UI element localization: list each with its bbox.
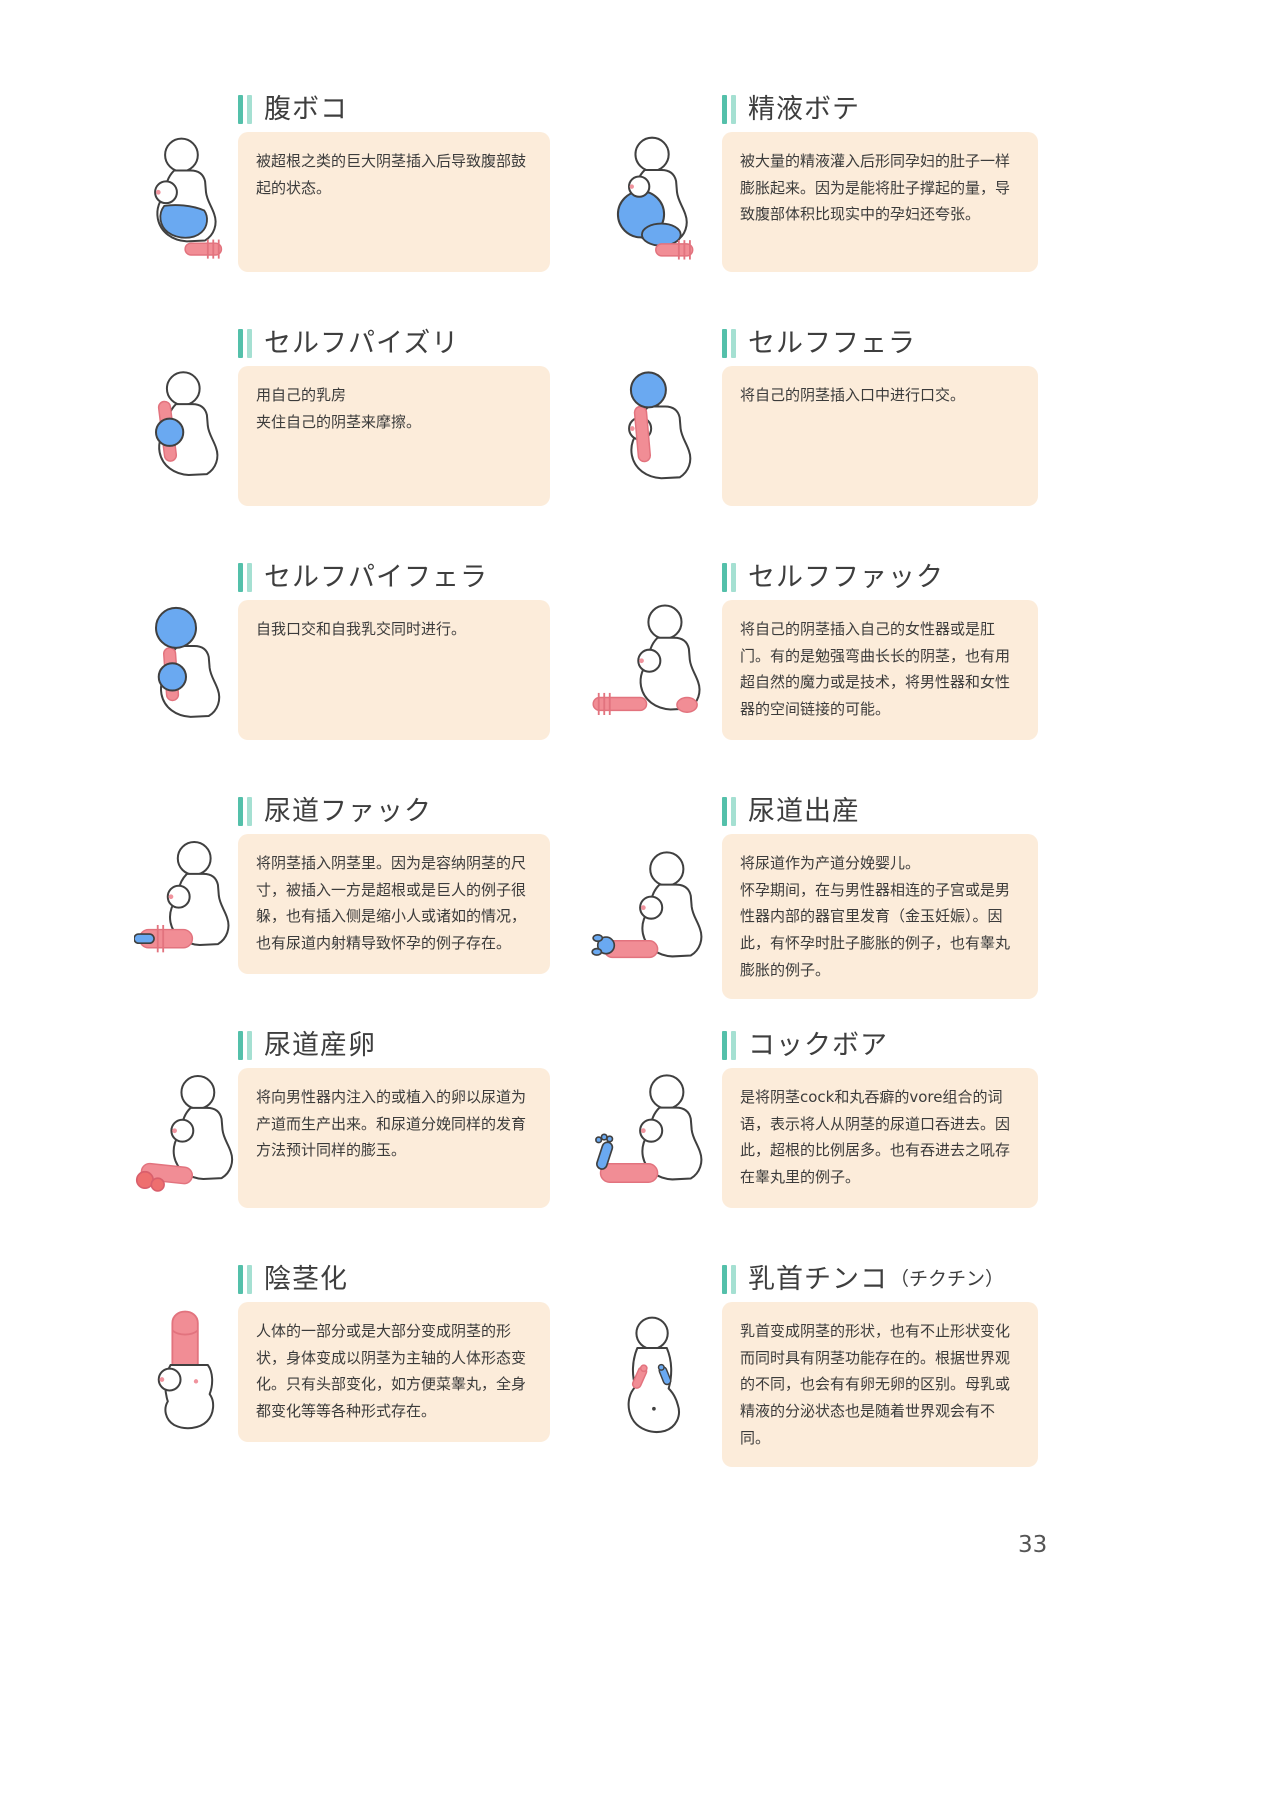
entry-title-text: セルフフェラ — [748, 327, 916, 359]
urethra-birth-figure — [591, 845, 721, 989]
entry-title: 乳首チンコ （チクチン） — [722, 1256, 1038, 1302]
title-marker-icon — [731, 1264, 736, 1294]
entry-title-text: 尿道ファック — [264, 795, 432, 827]
entry-title-suffix: （チクチン） — [890, 1267, 1005, 1290]
urethra-egg-laying-figure — [134, 1068, 244, 1212]
entry-description: 将阴茎插入阴茎里。因为是容纳阴茎的尺寸，被插入一方是超根或是巨人的例子很躲，也有… — [238, 834, 550, 974]
title-marker-icon — [247, 796, 252, 826]
title-marker-icon — [238, 562, 243, 592]
entry-self-paizuri: セルフパイズリ 用自己的乳房 夹住自己的阴茎来摩擦。 — [140, 320, 550, 554]
entry-description: 将尿道作为产道分娩婴儿。 怀孕期间，在与男性器相连的子宫或是男性器内部的器官里发… — [722, 834, 1038, 1000]
title-marker-icon — [731, 328, 736, 358]
entry-title-text: 乳首チンコ — [748, 1263, 888, 1295]
title-marker-icon — [731, 94, 736, 124]
entry-title: 陰茎化 — [238, 1256, 550, 1302]
entry-title-text: 精液ボテ — [748, 93, 860, 125]
entry-description: 被超根之类的巨大阴茎插入后导致腹部鼓起的状态。 — [238, 132, 550, 272]
entry-description: 用自己的乳房 夹住自己的阴茎来摩擦。 — [238, 366, 550, 506]
entry-title: 腹ボコ — [238, 86, 550, 132]
entry-title: 尿道ファック — [238, 788, 550, 834]
title-marker-icon — [247, 328, 252, 358]
entry-title-text: コックボア — [748, 1029, 888, 1061]
entry-urethra-fuck: 尿道ファック 将阴茎插入阴茎里。 — [133, 788, 550, 1022]
entry-nipple-penis: 乳首チンコ （チクチン） — [590, 1256, 1038, 1490]
title-marker-icon — [238, 796, 243, 826]
entry-self-fellatio: セルフフェラ 将自己的阴茎插入口中进行口交。 — [590, 320, 1038, 554]
entry-penis-transformation: 陰茎化 人体的一部分或是大部分变成阴茎的形状，身体变成以阴茎为主轴的人体形态变化… — [140, 1256, 550, 1490]
cock-vore-figure — [591, 1068, 721, 1212]
title-marker-icon — [238, 1264, 243, 1294]
entry-title-text: セルフファック — [748, 561, 944, 593]
title-marker-icon — [731, 796, 736, 826]
entry-title-text: 尿道産卵 — [264, 1029, 376, 1061]
entry-title-text: 尿道出産 — [748, 795, 860, 827]
entry-description: 乳首变成阴茎的形状，也有不止形状变化而同时具有阴茎功能存在的。根据世界观的不同，… — [722, 1302, 1038, 1468]
self-fuck-figure — [591, 600, 721, 742]
belly-bulge-figure — [136, 134, 242, 270]
entry-title: セルフフェラ — [722, 320, 1038, 366]
title-marker-icon — [238, 94, 243, 124]
entry-title: 精液ボテ — [722, 86, 1038, 132]
title-marker-icon — [731, 562, 736, 592]
title-marker-icon — [247, 1030, 252, 1060]
entry-title-text: セルフパイズリ — [264, 327, 460, 359]
entry-urethra-birth: 尿道出産 — [590, 788, 1038, 1022]
entry-title: 尿道産卵 — [238, 1022, 550, 1068]
entry-title-text: セルフパイフェラ — [264, 561, 488, 593]
nipple-penis-figure — [595, 1313, 717, 1457]
title-marker-icon — [722, 1030, 727, 1060]
cum-inflation-figure — [593, 133, 719, 271]
title-marker-icon — [722, 562, 727, 592]
title-marker-icon — [722, 94, 727, 124]
entry-description: 自我口交和自我乳交同时进行。 — [238, 600, 550, 740]
entry-self-fuck: セルフファック — [590, 554, 1038, 788]
penis-transformation-figure — [136, 1302, 242, 1452]
entry-urethra-egg-laying: 尿道産卵 — [135, 1022, 550, 1256]
entry-description: 被大量的精液灌入后形同孕妇的肚子一样膨胀起来。因为是能将肚子撑起的量，导致腹部体… — [722, 132, 1038, 272]
page-number: 33 — [1018, 1532, 1048, 1558]
title-marker-icon — [722, 796, 727, 826]
self-paizuri-fellatio-figure — [136, 600, 242, 746]
entry-title: セルフパイフェラ — [238, 554, 550, 600]
title-marker-icon — [722, 1264, 727, 1294]
entry-title: セルフパイズリ — [238, 320, 550, 366]
entry-description: 将向男性器内注入的或植入的卵以尿道为产道而生产出来。和尿道分娩同样的发育方法预计… — [238, 1068, 550, 1208]
entry-title: コックボア — [722, 1022, 1038, 1068]
entry-title: 尿道出産 — [722, 788, 1038, 834]
title-marker-icon — [247, 1264, 252, 1294]
title-marker-icon — [247, 94, 252, 124]
urethra-fuck-figure — [133, 834, 244, 978]
entry-title: セルフファック — [722, 554, 1038, 600]
entry-title-text: 腹ボコ — [264, 93, 348, 125]
entry-description: 将自己的阴茎插入自己的女性器或是肛门。有的是勉强弯曲长长的阴茎，也有用超自然的魔… — [722, 600, 1038, 740]
title-marker-icon — [238, 1030, 243, 1060]
entries-grid: 腹ボコ 被超根之类的巨大阴茎插入后导致腹部鼓起的状态。 — [133, 86, 1038, 1490]
title-marker-icon — [731, 1030, 736, 1060]
entry-description: 是将阴茎cock和丸吞癖的vore组合的词语，表示将人从阴茎的尿道口吞进去。因此… — [722, 1068, 1038, 1208]
title-marker-icon — [722, 328, 727, 358]
entry-title-text: 陰茎化 — [264, 1263, 348, 1295]
entry-seieki-bote: 精液ボテ — [590, 86, 1038, 320]
entry-cock-vore: コックボア — [590, 1022, 1038, 1256]
self-paizuri-figure — [136, 366, 242, 508]
entry-self-paizuri-fellatio: セルフパイフェラ 自我口交和自我乳交同时进行。 — [140, 554, 550, 788]
title-marker-icon — [247, 562, 252, 592]
title-marker-icon — [238, 328, 243, 358]
entry-hara-boko: 腹ボコ 被超根之类的巨大阴茎插入后导致腹部鼓起的状态。 — [140, 86, 550, 320]
entry-description: 将自己的阴茎插入口中进行口交。 — [722, 366, 1038, 506]
entry-description: 人体的一部分或是大部分变成阴茎的形状，身体变成以阴茎为主轴的人体形态变化。只有头… — [238, 1302, 550, 1442]
self-fellatio-figure — [593, 366, 719, 508]
